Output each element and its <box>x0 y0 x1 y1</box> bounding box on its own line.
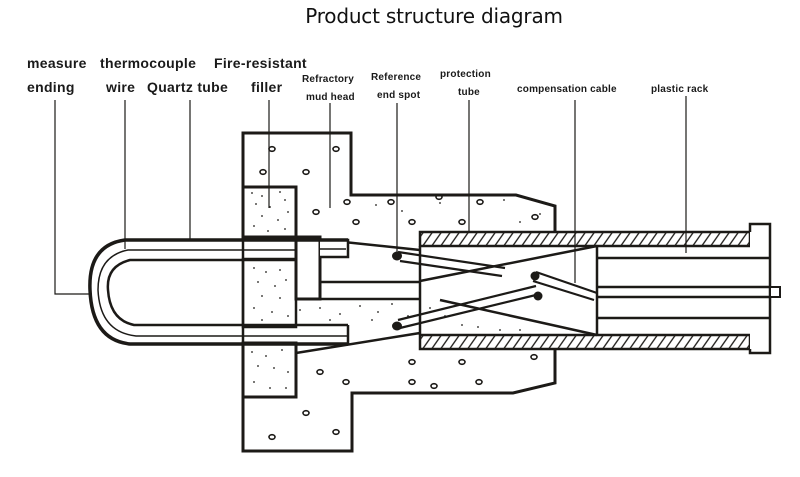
ceramic-insert <box>294 235 322 301</box>
inner-wedge-bottom <box>295 331 421 355</box>
label-plastic-rack: plastic rack <box>651 84 709 95</box>
quartz-tube-outer <box>88 238 348 346</box>
label-measure-ending-line1: measure <box>27 55 87 71</box>
label-thermocouple-wire-line2: wire <box>106 79 136 95</box>
label-thermocouple-wire-line1: thermocouple <box>100 55 197 71</box>
wire-upper <box>397 250 506 270</box>
filler-block-bottom <box>241 341 298 399</box>
label-fire-resistant-filler-line1: Fire-resistant <box>214 55 307 71</box>
label-measure-ending-line2: ending <box>27 79 75 95</box>
label-quartz-tube: Quartz tube <box>147 79 229 95</box>
diagram-title: Product structure diagram <box>305 4 563 28</box>
mud-head-top <box>241 131 557 232</box>
label-refractory-mud-head-line2: mud head <box>306 92 355 103</box>
label-refractory-mud-head-line1: Refractory <box>302 74 355 85</box>
mud-head-rings <box>259 145 539 441</box>
label-protection-tube-line2: tube <box>458 87 480 98</box>
reference-spot-lower <box>392 321 402 331</box>
mud-head-bottom <box>241 340 557 453</box>
quartz-tube-inner <box>106 258 348 327</box>
label-protection-tube-line1: protection <box>440 69 491 80</box>
wire-lower <box>399 292 541 330</box>
cable-tail <box>769 286 781 298</box>
wire-right <box>535 270 598 295</box>
junction-spot-mid <box>533 291 543 301</box>
reference-spot-upper <box>392 251 402 261</box>
plastic-rack <box>748 222 772 355</box>
label-reference-end-spot-line1: Reference <box>371 72 422 83</box>
protection-tube-bottom <box>418 333 752 351</box>
label-compensation-cable: compensation cable <box>517 84 617 95</box>
filler-speckles <box>251 191 541 389</box>
protection-tube-top <box>418 230 752 248</box>
junction-spot-right <box>530 271 540 281</box>
label-reference-end-spot-line2: end spot <box>377 90 421 101</box>
thermocouple-wire <box>97 249 348 337</box>
label-fire-resistant-filler-line2: filler <box>251 79 283 95</box>
leader-measure-ending <box>54 100 92 295</box>
